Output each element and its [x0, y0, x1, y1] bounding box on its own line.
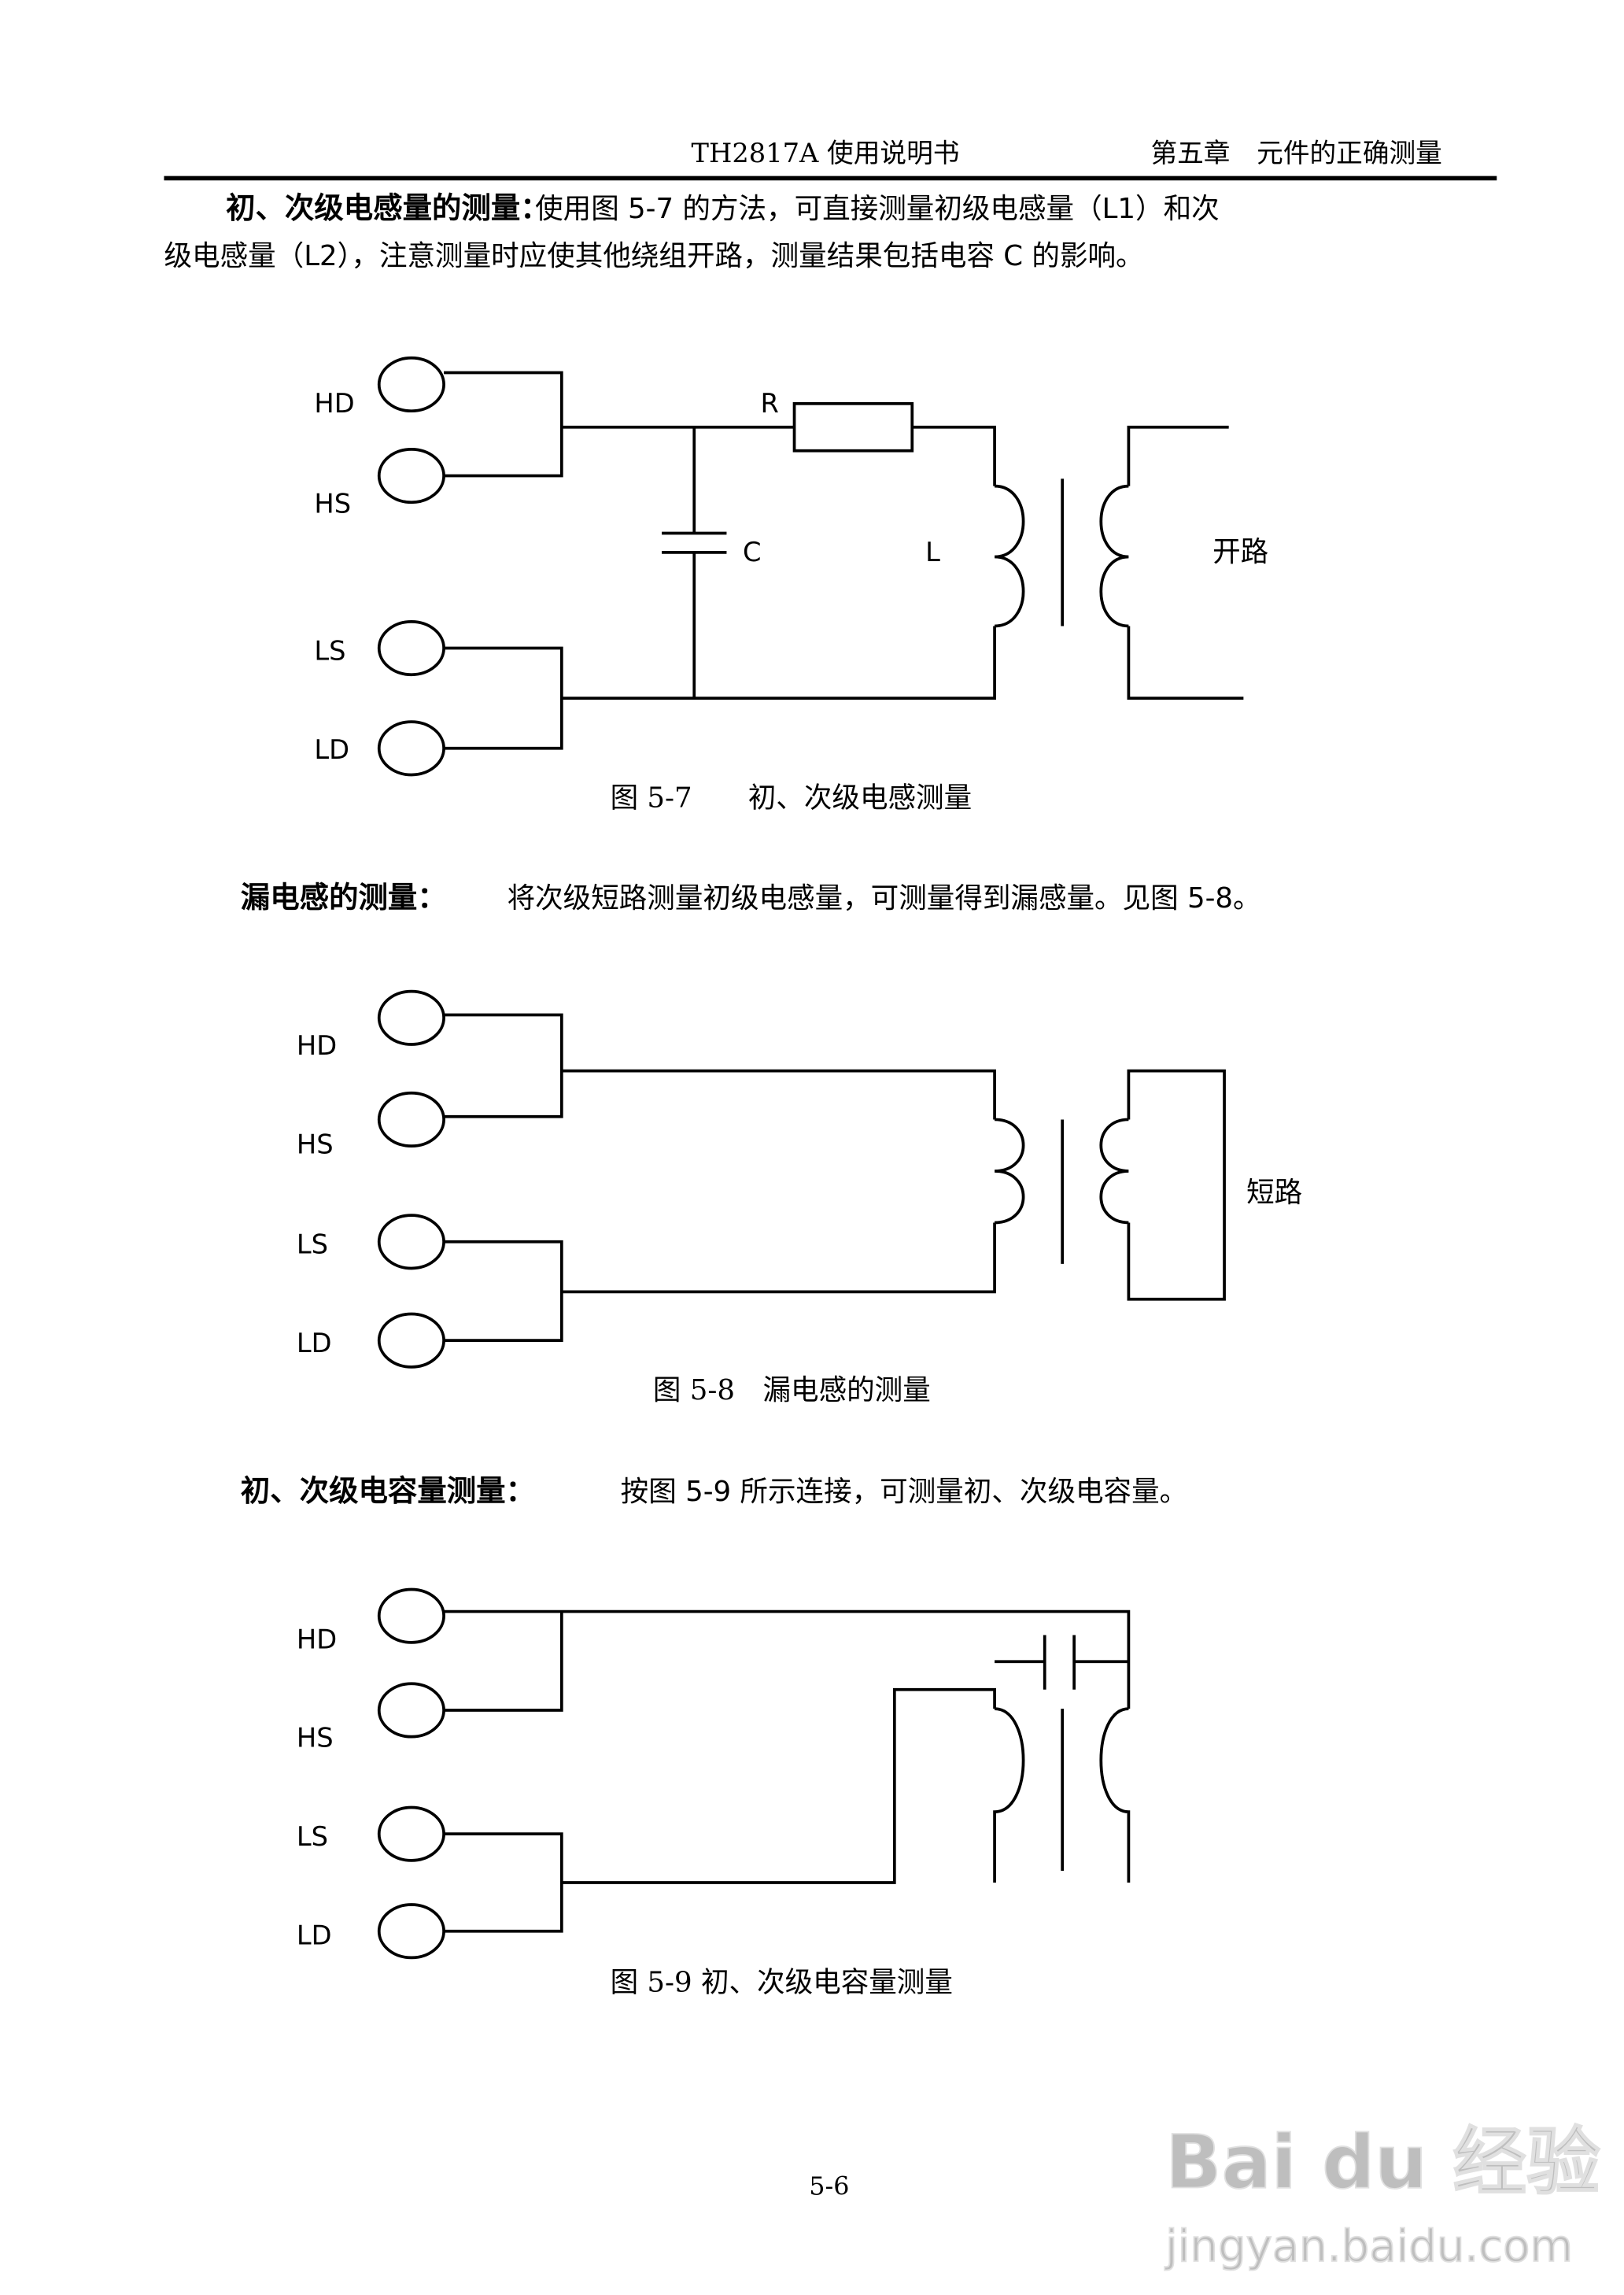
terminal-ld: LD: [297, 1328, 332, 1358]
page-number: 5-6: [809, 2171, 849, 2201]
sec1-line1: 使用图 5-7 的方法，可直接测量初级电感量（L1）和次: [535, 193, 1220, 225]
sec3-title: 初、次级电容量测量：: [241, 1473, 535, 1508]
label-r: R: [760, 388, 778, 419]
sec1-line2: 级电感量（L2），注意测量时应使其他绕组开路，测量结果包括电容 C 的影响。: [164, 240, 1143, 272]
sec1-title: 初、次级电感量的测量：: [226, 190, 550, 225]
terminal-hd: HD: [297, 1030, 337, 1061]
terminal-hd: HD: [314, 388, 354, 419]
terminal-ld: LD: [314, 734, 349, 765]
terminal-hs: HS: [297, 1723, 334, 1754]
figure-5-9: HD HS LS LD 图 5-9 初、次级电容量测量: [297, 1587, 1131, 1998]
label-l: L: [925, 537, 940, 567]
terminal-hd: HD: [297, 1624, 337, 1654]
baidu-watermark: Bai du 经验 jingyan.baidu.com: [1163, 2119, 1601, 2272]
terminal-ld: LD: [297, 1920, 332, 1951]
terminal-ls: LS: [314, 635, 345, 666]
sec2-text: 将次级短路测量初级电感量，可测量得到漏感量。见图 5-8。: [507, 882, 1261, 915]
header-chapter: 第五章 元件的正确测量: [1150, 138, 1441, 168]
label-open-circuit: 开路: [1212, 536, 1268, 568]
fig3-caption: 图 5-9 初、次级电容量测量: [611, 1966, 953, 1998]
label-short-circuit: 短路: [1246, 1177, 1302, 1209]
figure-5-8: HD HS LS LD 短路 图 5-8 漏电感的测量: [297, 989, 1302, 1406]
header-manual: TH2817A 使用说明书: [692, 138, 960, 168]
terminal-ls: LS: [297, 1229, 328, 1260]
figure-5-7: HD HS LS LD R C L 开路 图 5-7 初、次级电感测量: [314, 356, 1268, 815]
label-c: C: [743, 537, 762, 567]
terminal-ls: LS: [297, 1821, 328, 1852]
terminal-hs: HS: [314, 488, 351, 519]
fig1-caption: 图 5-7 初、次级电感测量: [611, 782, 973, 815]
terminal-hs: HS: [297, 1129, 334, 1159]
sec3-text: 按图 5-9 所示连接，可测量初、次级电容量。: [621, 1476, 1188, 1508]
watermark-brand: Bai du 经验: [1165, 2119, 1600, 2205]
watermark-url: jingyan.baidu.com: [1164, 2221, 1573, 2272]
sec2-title: 漏电感的测量：: [241, 880, 447, 915]
fig2-caption: 图 5-8 漏电感的测量: [653, 1374, 931, 1406]
